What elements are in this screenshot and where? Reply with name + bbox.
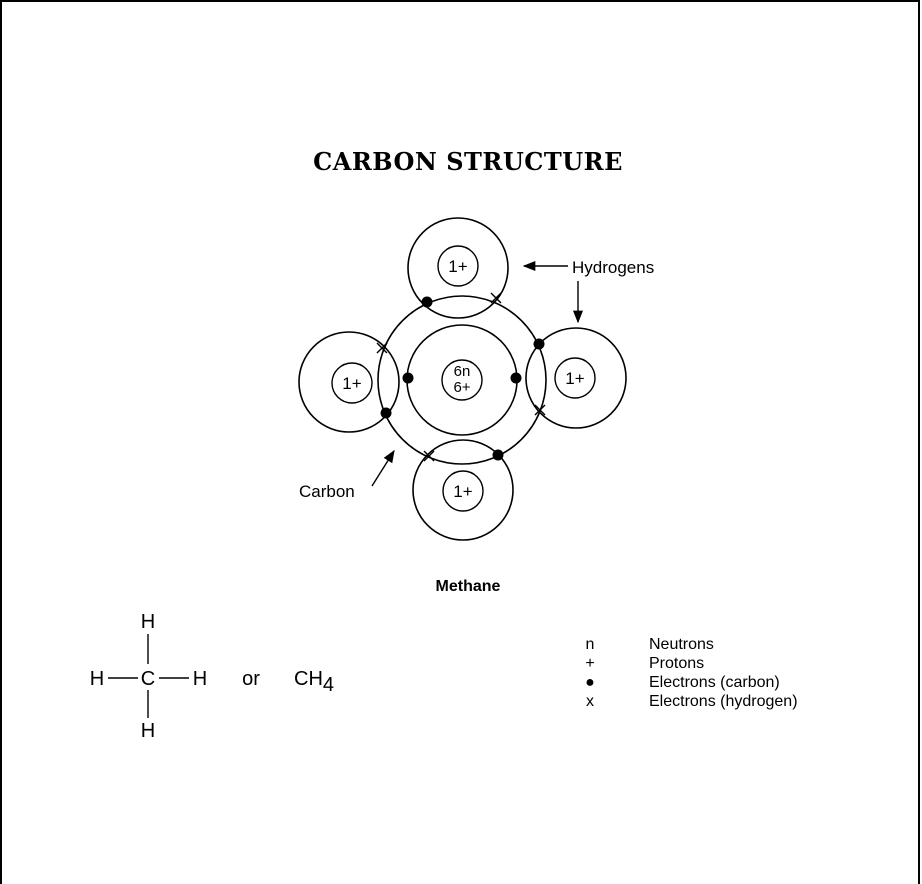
legend-symbol: n <box>586 636 595 653</box>
carbon-nucleus <box>441 359 483 401</box>
hydrogen-electron <box>534 404 546 416</box>
carbon-electron <box>402 372 414 384</box>
carbon-neutrons-label: 6n <box>454 363 471 380</box>
formula-h-bottom: H <box>141 720 155 742</box>
formula-ch: CH4 <box>294 668 334 696</box>
hydrogen-electron <box>376 342 388 354</box>
carbon-outer-shell <box>377 295 547 465</box>
hydrogen-bottom-shell <box>412 439 514 541</box>
legend-text: Electrons (hydrogen) <box>649 693 798 710</box>
hydrogen-right-label: 1+ <box>565 369 584 388</box>
carbon-electron <box>510 372 522 384</box>
hydrogen-left-nucleus <box>331 362 373 404</box>
hydrogen-left-label: 1+ <box>342 374 361 393</box>
hydrogen-right-shell <box>525 327 627 429</box>
carbon-electron <box>492 449 504 461</box>
legend-text: Protons <box>649 655 704 672</box>
legend-symbol: x <box>586 693 594 710</box>
methane-caption: Methane <box>436 578 501 595</box>
hydrogen-right-nucleus <box>554 357 596 399</box>
hydrogen-bottom-nucleus <box>442 470 484 512</box>
formula-c: C <box>141 668 155 690</box>
carbon-protons-label: 6+ <box>453 379 470 396</box>
carbon-label: Carbon <box>299 482 355 501</box>
structural-formula: H H C H H <box>90 611 207 742</box>
hydrogen-top-shell <box>407 217 509 319</box>
formula-or: or <box>242 668 260 690</box>
hydrogens-label: Hydrogens <box>572 258 654 277</box>
legend-symbol: + <box>585 655 594 672</box>
legend-symbol: ● <box>585 674 595 691</box>
formula-h-top: H <box>141 611 155 633</box>
carbon-arrow <box>371 449 395 487</box>
hydrogen-top-label: 1+ <box>448 257 467 276</box>
legend-text: Electrons (carbon) <box>649 674 780 691</box>
hydrogen-top-nucleus <box>437 245 479 287</box>
carbon-electron <box>533 338 545 350</box>
legend-text: Neutrons <box>649 636 714 653</box>
carbon-electron <box>421 296 433 308</box>
legend: n Neutrons + Protons ● Electrons (carbon… <box>585 636 797 710</box>
diagram-title: CARBON STRUCTURE <box>313 147 623 176</box>
formula-h-left: H <box>90 668 104 690</box>
hydrogen-electron <box>490 292 502 304</box>
hydrogen-electron <box>423 450 435 462</box>
hydrogen-left-shell <box>298 331 400 433</box>
formula-h-right: H <box>193 668 207 690</box>
carbon-electron <box>380 407 392 419</box>
hydrogen-bottom-label: 1+ <box>453 482 472 501</box>
